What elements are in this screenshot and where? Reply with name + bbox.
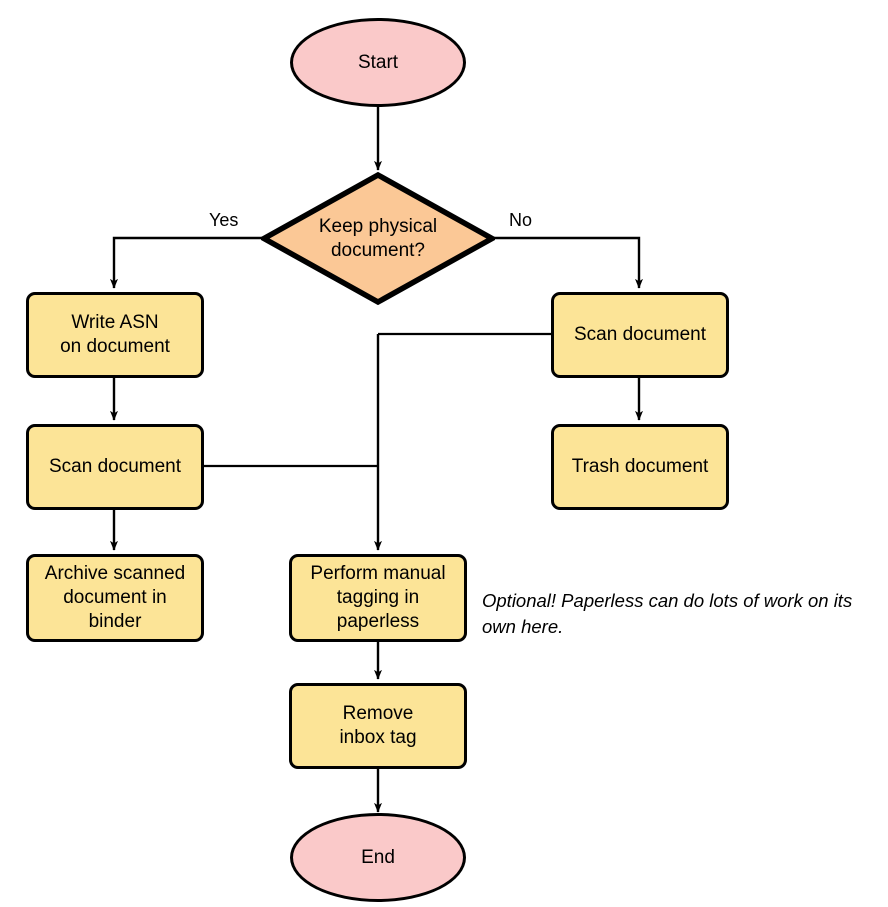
node-scan-document-left[interactable]: Scan document (26, 424, 204, 510)
node-scan-document-left-label: Scan document (48, 456, 182, 477)
node-decision-label: Keep physical document? (318, 215, 438, 261)
edge-label-yes: Yes (209, 210, 239, 230)
node-remove-inbox-tag[interactable]: Remove inbox tag (289, 683, 467, 769)
node-decision-keep-physical-document[interactable]: Keep physical document? (261, 172, 495, 305)
node-trash-document[interactable]: Trash document (551, 424, 729, 510)
node-end[interactable]: End (290, 813, 466, 902)
annotation-optional-note-text: Optional! Paperless can do lots of work … (482, 590, 853, 637)
node-start[interactable]: Start (290, 18, 466, 107)
node-manual-tagging-label: Perform manual tagging in paperless (310, 563, 446, 632)
node-archive-binder-label: Archive scanned document in binder (44, 563, 186, 632)
edge-decision-yes-to-write-asn (110, 236, 263, 289)
node-scan-document-right-label: Scan document (573, 324, 707, 345)
edge-decision-no-to-scan-right (493, 236, 643, 289)
node-write-asn-on-document[interactable]: Write ASN on document (26, 292, 204, 378)
node-archive-scanned-document-in-binder[interactable]: Archive scanned document in binder (26, 554, 204, 642)
node-trash-document-label: Trash document (571, 456, 709, 477)
node-start-label: Start (357, 51, 399, 73)
annotation-optional-note: Optional! Paperless can do lots of work … (482, 588, 882, 640)
node-remove-inbox-tag-label: Remove inbox tag (339, 703, 417, 748)
node-scan-document-right[interactable]: Scan document (551, 292, 729, 378)
node-write-asn-label: Write ASN on document (60, 312, 170, 357)
diamond-shape (261, 172, 495, 305)
edge-label-no: No (509, 210, 533, 230)
node-perform-manual-tagging[interactable]: Perform manual tagging in paperless (289, 554, 467, 642)
node-end-label: End (361, 846, 395, 868)
